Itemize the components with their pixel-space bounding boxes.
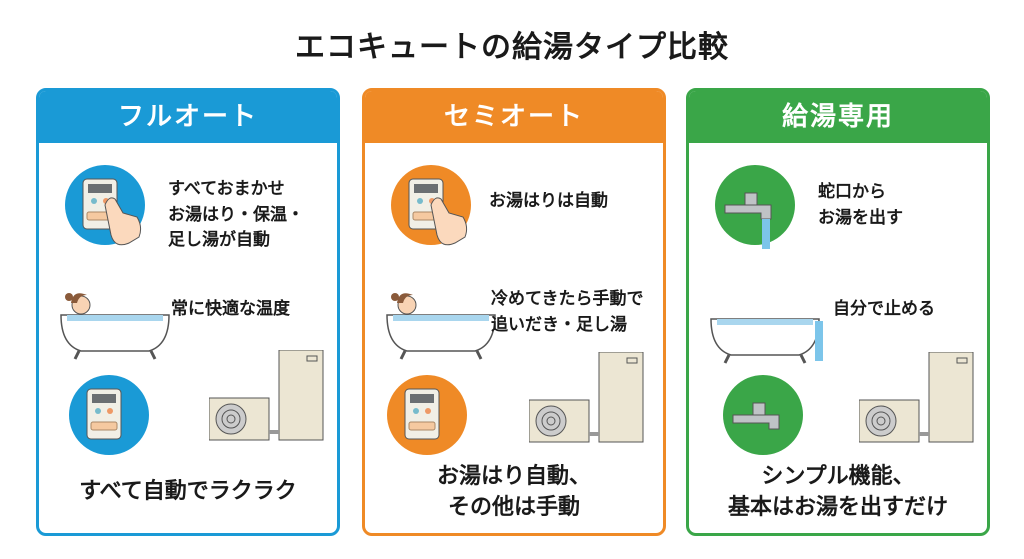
feature-text: 冷めてきたら手動で 追いだき・足し湯 [491,289,644,335]
panel-header: 給湯専用 [689,91,987,143]
remote-control-icon [387,375,467,455]
bathtub-icon [710,318,823,364]
ecocute-unit-icon [529,352,644,443]
remote-control-icon [65,165,145,246]
faucet-icon [723,375,803,455]
panel-footer: すべて自動でラクラク [79,479,297,504]
remote-control-icon [69,375,149,455]
feature-text: お湯はりは自動 [489,191,608,211]
panel-footer: シンプル機能、 基本はお湯を出すだけ [727,464,948,520]
bathtub-icon [386,293,496,360]
feature-text: 蛇口から お湯を出す [818,182,903,228]
panel-1: セミオート お湯はりは自動 冷めてきたら手動で 追いだき・足し湯 お湯はり自動、… [362,88,666,536]
page-title: エコキュートの給湯タイプ比較 [295,30,729,65]
ecocute-unit-icon [209,350,324,441]
panel-2: 給湯専用 蛇口から お湯を出す 自分で止める シンプル機能、 基本はお湯を出すだ… [686,88,990,536]
bathtub-icon [60,293,170,360]
remote-control-icon [391,165,471,246]
faucet-icon [715,165,795,249]
feature-text: すべておまかせ お湯はり・保温・ 足し湯が自動 [168,179,304,250]
panel-header: セミオート [365,91,663,143]
panel-footer: お湯はり自動、 その他は手動 [436,464,591,520]
ecocute-unit-icon [859,352,974,443]
feature-text: 自分で止める [833,299,935,319]
panel-header: フルオート [39,91,337,143]
panel-0: フルオート すべておまかせ お湯はり・保温・ 足し湯が自動 常に快適な温度 すべ… [36,88,340,536]
feature-text: 常に快適な温度 [171,299,290,319]
